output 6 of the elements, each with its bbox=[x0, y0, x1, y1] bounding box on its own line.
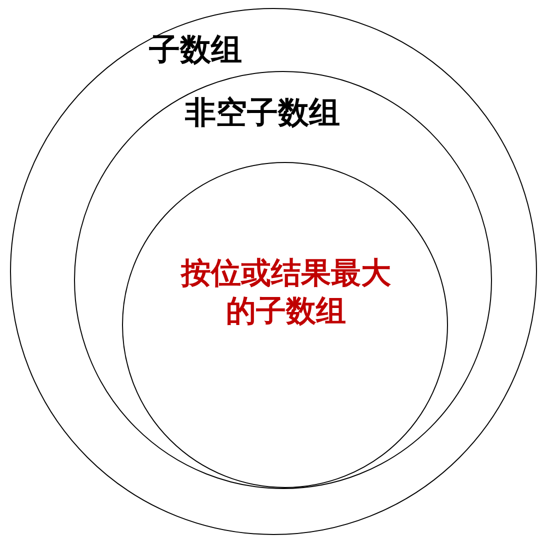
set-circle bbox=[10, 8, 537, 535]
set-label: 子数组 bbox=[149, 31, 243, 70]
set-circle bbox=[122, 162, 448, 488]
set-label: 按位或结果最大的子数组 bbox=[180, 255, 392, 330]
set-circle bbox=[74, 71, 492, 489]
set-label: 非空子数组 bbox=[185, 94, 341, 133]
